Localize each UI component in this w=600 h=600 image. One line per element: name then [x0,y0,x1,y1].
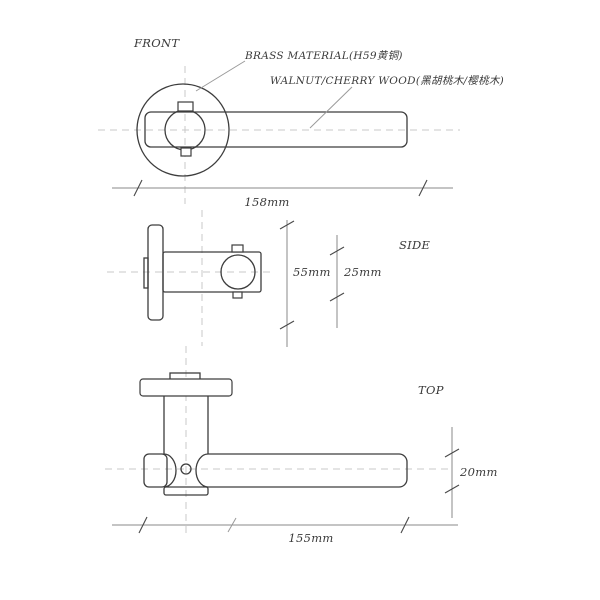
side-mount-plate [143,257,149,289]
walnut-wood-annotation: WALNUT/CHERRY WOOD(黑胡桃木/樱桃木) [270,75,504,87]
top-dim20-tick-top [444,448,460,458]
side-handle-body [162,251,262,293]
top-screw-hole [180,463,192,475]
top-dim155-tick-left [138,516,148,534]
side-rose-diameter-dimension: 55mm [293,265,331,279]
front-length-dimension: 158mm [244,195,289,209]
brass-material-annotation: BRASS MATERIAL(H59黄铜) [244,50,403,62]
side-hub-circle [220,254,256,290]
top-view: TOP 20mm 155mm [105,346,498,545]
front-view: FRONT BRASS MATERIAL(H59黄铜) WALNUT/CHERR… [98,36,504,209]
side-body-height-dimension: 25mm [343,265,382,279]
top-grip-bar [195,453,408,488]
top-dim155-tick-right [400,516,410,534]
top-bar-width-dimension: 20mm [459,465,498,479]
walnut-leader-line [309,86,353,129]
top-view-label: TOP [418,383,444,397]
top-hub-bottom-cap [163,486,209,496]
side-dim55-tick-top [279,220,295,230]
side-set-screw-top [231,244,244,253]
side-dim25-tick-bottom [329,292,345,302]
front-set-screw-top [177,101,194,112]
top-grip-left-end [143,453,168,488]
side-dim25-tick-top [329,246,345,256]
top-hub-left-arc [163,453,177,488]
top-rose-plate [139,378,233,397]
side-view: 55mm 25mm SIDE [107,210,431,347]
top-dim20-tick-bottom [444,484,460,494]
front-dim-tick-left [133,179,143,197]
front-view-label: FRONT [133,36,180,50]
front-rose-circle [136,83,230,177]
side-set-screw-bottom [232,291,243,299]
side-view-label: SIDE [399,238,431,252]
side-dim55-tick-bottom [279,320,295,330]
front-dim-tick-right [418,179,428,197]
brass-leader-line [195,60,246,92]
front-lever-bar [144,111,408,148]
front-set-screw-bottom [180,147,192,157]
top-dim155-tick-middle [227,517,237,533]
top-length-dimension: 155mm [288,531,333,545]
